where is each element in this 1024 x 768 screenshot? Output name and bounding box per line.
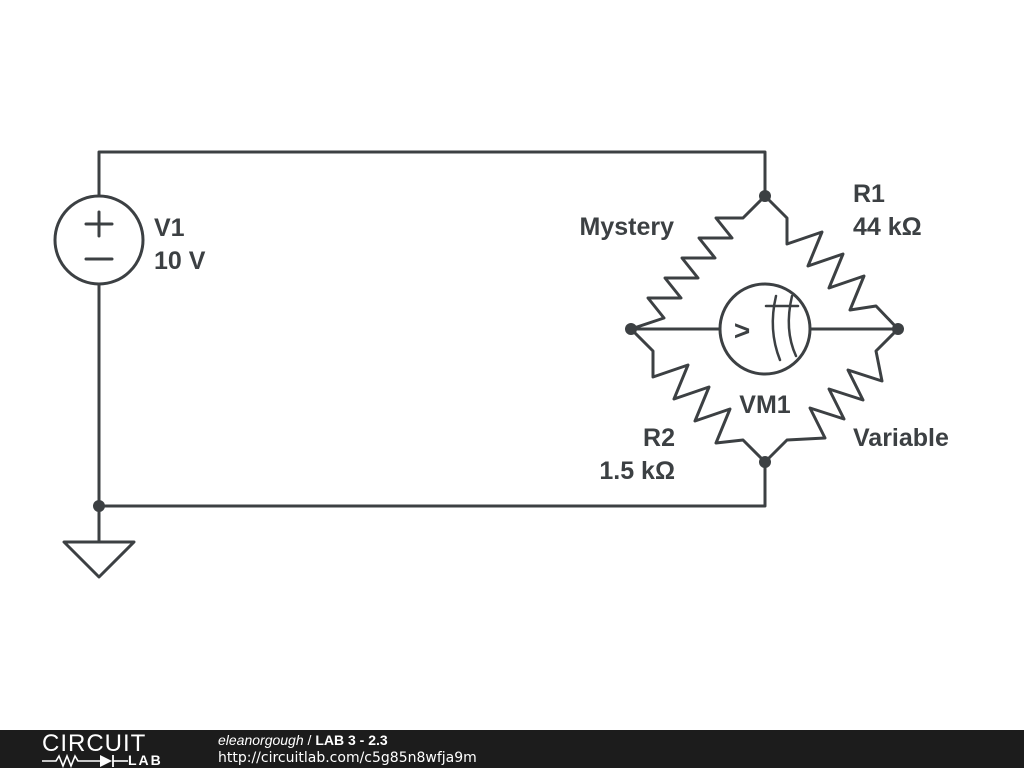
resistor-variable[interactable] [763, 327, 900, 464]
node-left [625, 323, 637, 335]
voltage-source-v1[interactable] [53, 194, 145, 286]
circuitlab-logo[interactable]: CIRCUIT LAB [42, 732, 177, 768]
voltmeter-needle-icon [764, 294, 800, 362]
node-bottom [759, 456, 771, 468]
circuit-url-link[interactable]: http://circuitlab.com/c5g85n8wfja9m [218, 750, 477, 766]
logo-wordmark-top: CIRCUIT [42, 730, 147, 757]
voltmeter-vm1[interactable] [629, 282, 900, 376]
schematic-canvas: V1 10 V R1 44 kΩ Mystery VM1 > R2 1.5 kΩ… [53, 150, 949, 579]
mystery-label: Mystery [580, 213, 675, 241]
v1-name-label: V1 [154, 214, 185, 242]
logo-wordmark-bottom: LAB [128, 752, 163, 768]
footer-bar: CIRCUIT LAB eleanorgough / LAB 3 - 2.3 h… [0, 730, 1024, 768]
meter-symbol-label: > [734, 315, 750, 346]
r1-name-label: R1 [853, 180, 885, 208]
footer-info: eleanorgough / LAB 3 - 2.3 http://circui… [218, 731, 477, 767]
r2-name-label: R2 [643, 424, 675, 452]
bottom-wire [97, 460, 767, 508]
node-ground [93, 500, 105, 512]
node-right [892, 323, 904, 335]
variable-label: Variable [853, 424, 949, 452]
circuit-title: LAB 3 - 2.3 [315, 732, 388, 748]
node-top [759, 190, 771, 202]
resistor-r2[interactable] [629, 327, 767, 464]
resistor-diode-icon [42, 754, 128, 768]
r2-value-label: 1.5 kΩ [599, 457, 675, 485]
footer-title-line: eleanorgough / LAB 3 - 2.3 [218, 731, 477, 749]
resistor-r1[interactable] [763, 194, 900, 331]
vm1-label: VM1 [739, 391, 791, 419]
r1-value-label: 44 kΩ [853, 213, 922, 241]
author-link[interactable]: eleanorgough [218, 732, 304, 748]
title-separator: / [303, 732, 316, 748]
ground-symbol [62, 540, 136, 579]
top-wire [97, 150, 767, 198]
v1-value-label: 10 V [154, 247, 206, 275]
resistor-mystery[interactable] [629, 194, 767, 331]
